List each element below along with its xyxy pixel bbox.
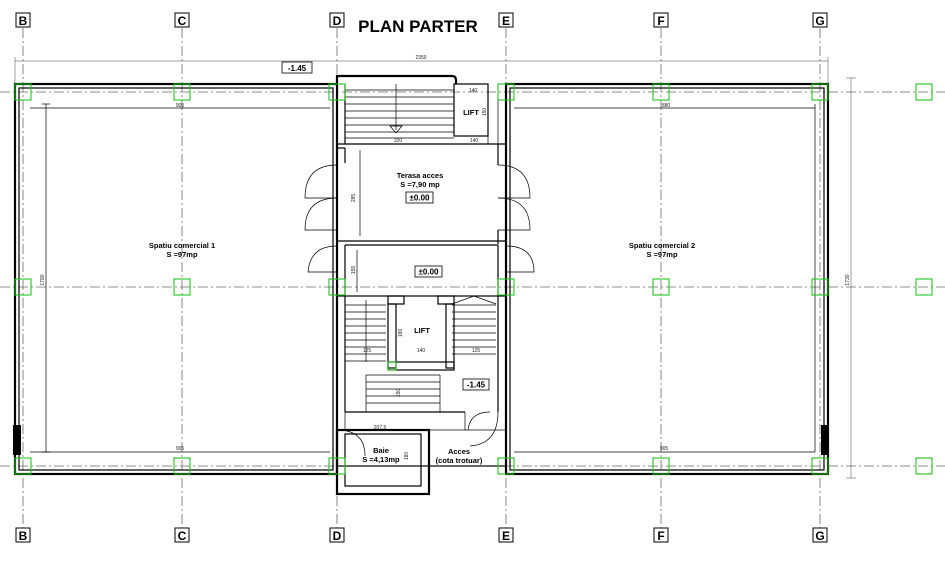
central-core-walls: LIFT: [335, 74, 507, 496]
dim-bath-h: 180: [404, 452, 410, 461]
dim-lift-w: 140: [469, 88, 478, 94]
lift-upper-label: LIFT: [463, 108, 479, 117]
room-terrace-name: Terasa acces: [397, 171, 444, 180]
room-commercial-1-area: S =97mp: [166, 250, 197, 259]
axis-label-d-bottom: D: [333, 529, 342, 543]
grid-lines: [0, 28, 945, 528]
room-access-note: (cota trotuar): [436, 456, 483, 465]
doors: [304, 164, 535, 457]
room-bath-area: S =4,13mp: [362, 455, 400, 464]
dim-overall: 2350: [415, 55, 426, 61]
columns: [14, 83, 933, 475]
axis-label-g-top: G: [815, 14, 824, 28]
room-commercial-2-name: Spatiu comercial 2: [629, 241, 695, 250]
room-bath-name: Baie: [373, 446, 389, 455]
elevation-marks: ±0.00 ±0.00 -1.45: [405, 191, 490, 391]
dim-lower-lift-h: 180: [398, 329, 404, 338]
room-commercial-2-area: S =97mp: [646, 250, 677, 259]
dim-right-height: 1730: [845, 274, 851, 285]
dim-right-span: 880: [662, 103, 671, 109]
axis-label-b-top: B: [19, 14, 28, 28]
axis-label-g-bottom: G: [815, 529, 824, 543]
dim-lift-w2: 140: [470, 138, 479, 144]
plan-title: PLAN PARTER: [358, 17, 478, 36]
right-shop-walls: [504, 77, 856, 479]
axis-label-b-bottom: B: [19, 529, 28, 543]
dim-right-bottom: 905: [660, 446, 669, 452]
dim-lower-b: 125: [472, 348, 481, 354]
overall-dimension: 2350: [14, 55, 829, 86]
dim-stair-w: 320: [394, 138, 403, 144]
lift-lower-label: LIFT: [414, 326, 430, 335]
axis-label-e-top: E: [502, 14, 510, 28]
axis-labels-top: B C D E F G: [15, 12, 828, 28]
dim-lift-h: 150: [482, 108, 488, 117]
elevation-stair: -1.45: [467, 381, 486, 390]
dim-left-bottom: 905: [176, 446, 185, 452]
axis-label-e-bottom: E: [502, 529, 510, 543]
room-terrace-area: S =7,90 mp: [400, 180, 440, 189]
room-access-name: Acces: [448, 447, 470, 456]
axis-label-f-top: F: [657, 14, 664, 28]
axis-labels-bottom: B C D E F G: [15, 527, 828, 543]
axis-label-f-bottom: F: [657, 529, 664, 543]
dim-hall-h: 155: [351, 266, 357, 275]
elevation-hall: ±0.00: [419, 268, 440, 277]
dim-stair-lower: 150: [396, 389, 402, 398]
dimension-texts: 905 880 905 905 1780 1730 140 150 320 14…: [40, 88, 851, 460]
dim-left-span: 905: [176, 103, 185, 109]
dim-left-height: 1780: [40, 274, 46, 285]
dim-lower-lift-w: 140: [417, 348, 426, 354]
axis-label-d-top: D: [333, 14, 342, 28]
room-labels: Spatiu comercial 1 S =97mp Spatiu comerc…: [149, 171, 695, 465]
elevation-terrace: ±0.00: [410, 194, 431, 203]
dim-terrace-h: 285: [351, 194, 357, 203]
dim-lower-a: 125: [363, 348, 372, 354]
axis-label-c-bottom: C: [178, 529, 187, 543]
axis-label-c-top: C: [178, 14, 187, 28]
elevation-top: -1.45: [288, 64, 307, 73]
dim-bath-w: 207,5: [374, 425, 387, 431]
room-commercial-1-name: Spatiu comercial 1: [149, 241, 215, 250]
